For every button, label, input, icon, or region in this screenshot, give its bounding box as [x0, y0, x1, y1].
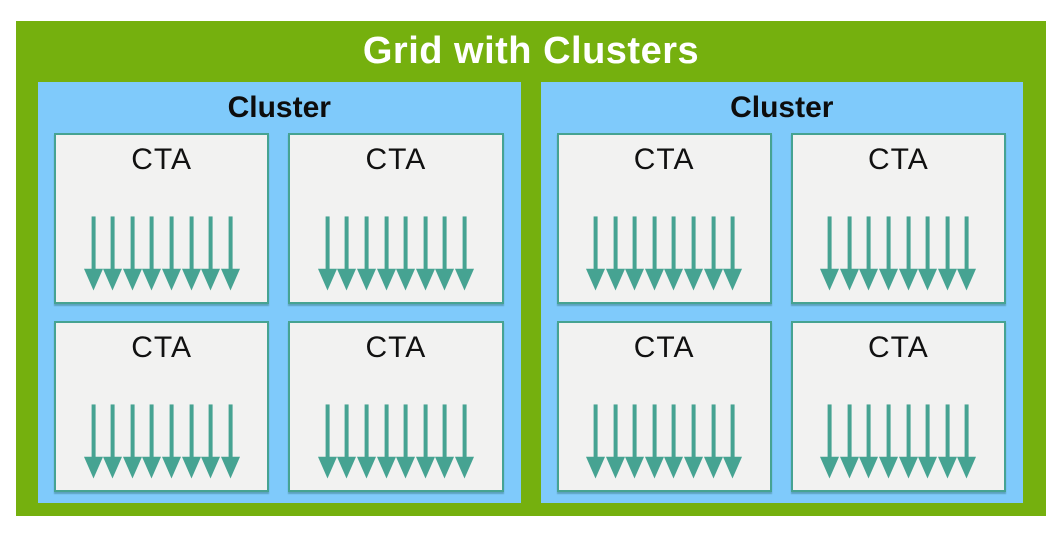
cta-box: CTA: [790, 133, 1006, 304]
thread-down-arrow-icon: [435, 404, 455, 479]
thread-down-arrow-icon: [839, 404, 859, 479]
thread-arrows-row: [820, 403, 977, 490]
thread-down-arrow-icon: [723, 404, 743, 479]
thread-down-arrow-icon: [820, 404, 840, 479]
thread-down-arrow-icon: [454, 216, 474, 291]
thread-down-arrow-icon: [859, 216, 879, 291]
thread-down-arrow-icon: [356, 216, 376, 291]
thread-down-arrow-icon: [396, 216, 416, 291]
thread-down-arrow-icon: [644, 404, 664, 479]
thread-down-arrow-icon: [435, 216, 455, 291]
thread-down-arrow-icon: [181, 404, 201, 479]
cluster-title: Cluster: [227, 91, 331, 124]
thread-down-arrow-icon: [181, 216, 201, 291]
thread-down-arrow-icon: [415, 404, 435, 479]
thread-down-arrow-icon: [605, 404, 625, 479]
thread-down-arrow-icon: [122, 404, 142, 479]
thread-down-arrow-icon: [317, 216, 337, 291]
thread-down-arrow-icon: [957, 404, 977, 479]
thread-down-arrow-icon: [918, 216, 938, 291]
thread-down-arrow-icon: [83, 216, 103, 291]
thread-down-arrow-icon: [918, 404, 938, 479]
cluster-box: Cluster CTA CTA CTA CTA: [540, 82, 1024, 503]
thread-down-arrow-icon: [703, 216, 723, 291]
thread-down-arrow-icon: [103, 404, 123, 479]
thread-down-arrow-icon: [839, 216, 859, 291]
cta-box: CTA: [288, 321, 504, 492]
thread-down-arrow-icon: [376, 404, 396, 479]
thread-arrows-row: [83, 215, 240, 302]
thread-arrows-row: [586, 403, 743, 490]
thread-down-arrow-icon: [220, 216, 240, 291]
thread-down-arrow-icon: [625, 404, 645, 479]
thread-down-arrow-icon: [879, 216, 899, 291]
cta-title: CTA: [131, 331, 193, 364]
thread-arrows-row: [820, 215, 977, 302]
thread-down-arrow-icon: [684, 404, 704, 479]
thread-down-arrow-icon: [122, 216, 142, 291]
cta-title: CTA: [633, 143, 695, 176]
cta-title: CTA: [867, 143, 929, 176]
thread-down-arrow-icon: [142, 404, 162, 479]
thread-arrows-row: [317, 403, 475, 490]
grid-box: Grid with Clusters Cluster CTA CTA CTA C…: [16, 21, 1046, 516]
thread-down-arrow-icon: [337, 216, 357, 291]
cta-box: CTA: [288, 133, 504, 304]
cta-box: CTA: [556, 321, 772, 492]
thread-down-arrow-icon: [376, 216, 396, 291]
grid-title: Grid with Clusters: [362, 30, 700, 72]
thread-down-arrow-icon: [957, 216, 977, 291]
thread-down-arrow-icon: [605, 216, 625, 291]
thread-down-arrow-icon: [625, 216, 645, 291]
thread-down-arrow-icon: [898, 404, 918, 479]
thread-down-arrow-icon: [820, 216, 840, 291]
thread-down-arrow-icon: [937, 404, 957, 479]
thread-down-arrow-icon: [142, 216, 162, 291]
thread-down-arrow-icon: [723, 216, 743, 291]
thread-down-arrow-icon: [396, 404, 416, 479]
cta-title: CTA: [633, 331, 695, 364]
thread-down-arrow-icon: [415, 216, 435, 291]
cta-title: CTA: [867, 331, 929, 364]
thread-down-arrow-icon: [201, 216, 221, 291]
cta-box: CTA: [54, 133, 270, 304]
thread-arrows-row: [586, 215, 743, 302]
thread-down-arrow-icon: [664, 216, 684, 291]
thread-down-arrow-icon: [937, 216, 957, 291]
thread-down-arrow-icon: [644, 216, 664, 291]
thread-down-arrow-icon: [103, 216, 123, 291]
thread-down-arrow-icon: [220, 404, 240, 479]
cta-title: CTA: [365, 143, 427, 176]
thread-down-arrow-icon: [664, 404, 684, 479]
cta-box: CTA: [556, 133, 772, 304]
thread-down-arrow-icon: [879, 404, 899, 479]
cta-grid: CTA CTA CTA CTA: [38, 133, 521, 503]
thread-down-arrow-icon: [454, 404, 474, 479]
cta-box: CTA: [790, 321, 1006, 492]
cluster-title: Cluster: [730, 91, 834, 124]
thread-arrows-row: [317, 215, 475, 302]
thread-down-arrow-icon: [703, 404, 723, 479]
cta-title: CTA: [131, 143, 193, 176]
thread-down-arrow-icon: [83, 404, 103, 479]
thread-down-arrow-icon: [161, 404, 181, 479]
cta-title: CTA: [365, 331, 427, 364]
cluster-box: Cluster CTA CTA CTA CTA: [38, 82, 521, 503]
thread-down-arrow-icon: [898, 216, 918, 291]
thread-down-arrow-icon: [201, 404, 221, 479]
cta-grid: CTA CTA CTA CTA: [541, 133, 1024, 503]
thread-down-arrow-icon: [586, 404, 606, 479]
thread-arrows-row: [83, 403, 240, 490]
cta-box: CTA: [54, 321, 270, 492]
thread-down-arrow-icon: [859, 404, 879, 479]
thread-down-arrow-icon: [684, 216, 704, 291]
thread-down-arrow-icon: [337, 404, 357, 479]
thread-down-arrow-icon: [586, 216, 606, 291]
thread-down-arrow-icon: [356, 404, 376, 479]
thread-down-arrow-icon: [161, 216, 181, 291]
clusters-row: Cluster CTA CTA CTA CTA Cluster CTA CTA …: [16, 82, 1046, 516]
thread-down-arrow-icon: [317, 404, 337, 479]
